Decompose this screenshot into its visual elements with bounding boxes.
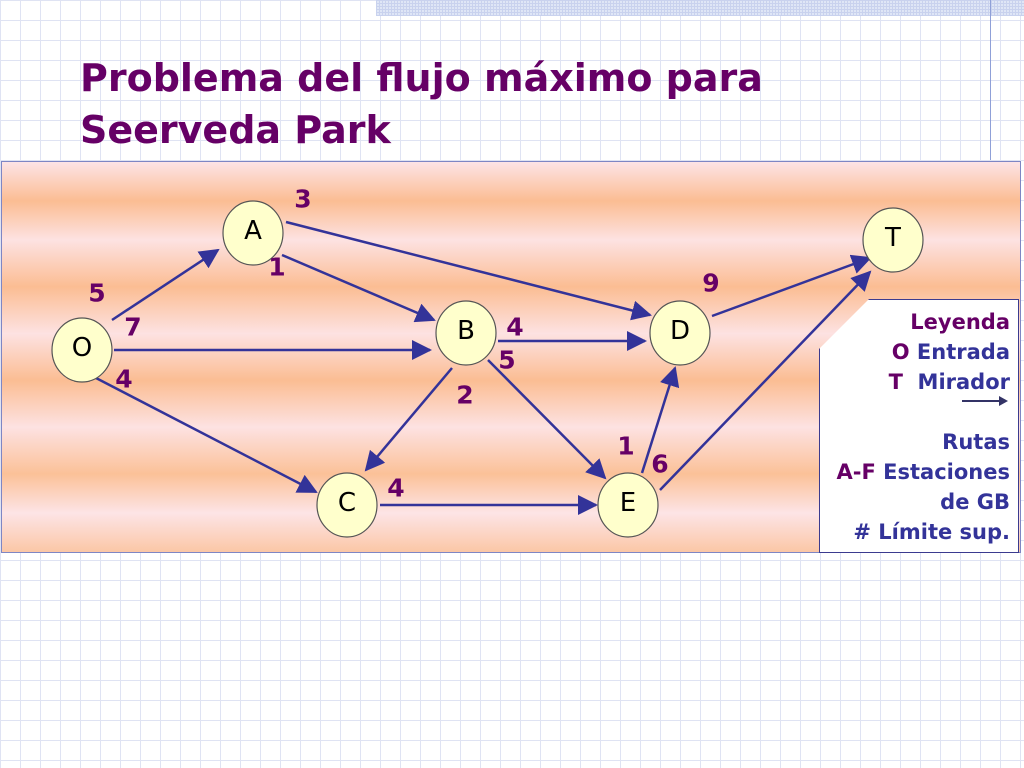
top-decor-band [376,0,1024,16]
node-label-a: A [244,216,262,246]
node-circle-o [51,317,113,383]
legend-mirador-text: Mirador [917,370,1010,394]
legend-limite-2: de viajes [904,550,1010,574]
capacity-o-a: 5 [88,279,105,308]
node-b: B [435,300,497,366]
capacity-e-d: 1 [617,432,634,461]
legend-mirador: T Mirador [820,367,1010,397]
legend-heading: Leyenda [910,310,1010,334]
node-t: T [862,207,924,273]
node-circle-c [316,472,378,538]
edge-b-e [487,359,607,480]
node-circle-b [435,300,497,366]
node-label-d: D [670,316,690,346]
node-a: A [222,200,284,266]
legend-limite-text-1: Límite sup. [878,520,1010,544]
node-label-c: C [338,488,356,518]
legend-entrada: O Entrada [820,337,1010,367]
capacity-e-t: 6 [651,450,668,479]
edge-e-d [640,366,680,474]
legend-estaciones-text-1: Estaciones [883,460,1010,484]
capacity-a-b: 1 [268,253,285,282]
node-label-b: B [457,316,475,346]
node-circle-t [862,207,924,273]
edge-d-t [711,254,872,318]
edges-layer [95,220,872,515]
slide-title: Problema del flujo máximo para Seerveda … [80,56,763,152]
node-e: E [597,472,659,538]
legend-estaciones-2: de GB [940,490,1010,514]
capacity-b-c: 2 [456,381,473,410]
legend-entrada-key: O [891,340,910,364]
legend-arrow-icon [962,396,1008,406]
edge-o-a [111,248,220,322]
edge-a-b [281,253,436,323]
legend-rutas-text: Rutas [942,430,1010,454]
edge-a-d [285,220,652,321]
legend-estaciones-key: A-F [836,460,876,484]
capacity-o-c: 4 [115,365,132,394]
legend-entrada-text: Entrada [916,340,1010,364]
capacity-o-b: 7 [124,313,141,342]
edge-o-c [95,376,318,494]
node-label-o: O [72,333,92,363]
node-c: C [316,472,378,538]
legend-box: Leyenda O Entrada T Mirador Rutas A-F Es… [819,299,1019,553]
capacity-b-d: 4 [506,313,523,342]
legend-rutas: Rutas [820,396,1010,457]
legend-limite: # Límite sup. [820,517,1010,547]
legend-limite-key: # [853,520,871,544]
node-circle-d [649,300,711,366]
nodes-layer: O A B C D E T [51,200,924,538]
node-circle-a [222,200,284,266]
legend-estaciones: A-F Estaciones [820,457,1010,487]
edge-b-c [364,367,453,472]
edge-e-t [659,270,872,491]
decor-vertical-line [990,0,991,160]
capacity-d-t: 9 [702,269,719,298]
capacity-a-d: 3 [294,185,311,214]
legend-mirador-key: T [888,370,903,394]
capacity-c-e: 4 [387,474,404,503]
node-label-t: T [884,223,901,253]
capacity-b-e: 5 [498,346,515,375]
node-d: D [649,300,711,366]
node-circle-e [597,472,659,538]
node-o: O [51,317,113,383]
node-label-e: E [620,488,636,518]
